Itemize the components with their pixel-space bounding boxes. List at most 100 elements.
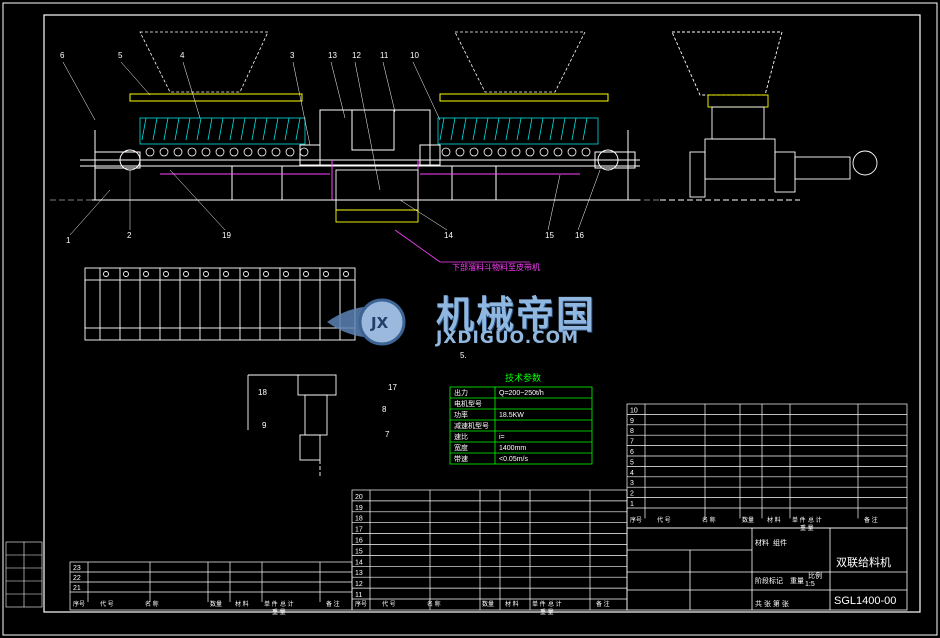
- bom-row-number: 14: [355, 559, 363, 566]
- apron-tooth: [549, 117, 555, 141]
- leader-line: [399, 199, 448, 231]
- leaders-bottom: [69, 169, 601, 236]
- roller: [201, 147, 211, 157]
- bom-header-label: 总 计: [808, 516, 822, 524]
- bom-header-label: 总 计: [548, 600, 562, 608]
- callout-6: 6: [60, 51, 65, 60]
- apron-tooth: [262, 117, 268, 141]
- apron-tooth: [516, 117, 522, 141]
- hopper-left: [139, 31, 269, 93]
- roller: [229, 147, 239, 157]
- apron-tooth: [538, 117, 544, 141]
- callout-2: 2: [127, 231, 132, 240]
- bom-header-label: 序号: [73, 600, 85, 608]
- roller: [525, 147, 535, 157]
- tech-param-value: 1400mm: [499, 445, 526, 452]
- roller-row: [145, 147, 591, 157]
- roller: [243, 147, 253, 157]
- roller: [539, 147, 549, 157]
- callout-10: 10: [410, 51, 419, 60]
- apron-tooth: [185, 117, 191, 141]
- binding-strip: [5, 541, 43, 608]
- svg-text:JX: JX: [370, 314, 389, 332]
- apron-tooth: [240, 117, 246, 141]
- bom-left: [69, 561, 353, 611]
- tech-param-label: 速比: [454, 432, 468, 441]
- leaders-top: [62, 61, 441, 191]
- bom-row-number: 13: [355, 570, 363, 577]
- apron-tooth: [163, 117, 169, 141]
- plan-roller: [243, 271, 249, 277]
- bom-header-label: 序号: [355, 600, 367, 608]
- callout-19: 19: [222, 231, 231, 240]
- bom-header-label: 数量: [742, 516, 754, 524]
- apron-tooth: [527, 117, 533, 141]
- plan-roller: [123, 271, 129, 277]
- roller: [441, 147, 451, 157]
- leader-line: [547, 174, 561, 231]
- hopper-bar-left: [129, 93, 303, 102]
- leader-line: [69, 189, 111, 236]
- title-block: [626, 527, 908, 611]
- roller: [497, 147, 507, 157]
- apron-tooth: [152, 117, 158, 141]
- bom-row-number: 4: [630, 470, 634, 477]
- bom-row-number: 11: [355, 592, 362, 599]
- bom-row-number: 7: [630, 439, 634, 446]
- roller: [553, 147, 563, 157]
- roller: [567, 147, 577, 157]
- bom-header-label: 备 注: [596, 600, 610, 608]
- bom-header-label: 名 称: [145, 600, 159, 608]
- callout-9: 9: [262, 421, 267, 430]
- bom-header-label: 材 料: [235, 600, 249, 608]
- callout-14: 14: [444, 231, 453, 240]
- bom-row-number: 5: [630, 459, 634, 466]
- apron-tooth: [295, 117, 301, 141]
- callout-8: 8: [382, 405, 387, 414]
- weight-label: 重量: [790, 577, 804, 585]
- note-number: 5.: [460, 351, 467, 360]
- bom-row-number: 18: [355, 516, 363, 523]
- callout-15: 15: [545, 231, 554, 240]
- plan-roller: [343, 271, 349, 277]
- apron-tooth: [472, 117, 478, 141]
- roller: [455, 147, 465, 157]
- sheet-label: 共 张 第 张: [755, 599, 789, 608]
- leader-line: [412, 61, 441, 121]
- apron-tooth: [450, 117, 456, 141]
- sheet-inner-border: [43, 14, 921, 613]
- bom-right: [626, 403, 908, 529]
- bom-row-number: 6: [630, 449, 634, 456]
- material-label: 材料: [755, 538, 769, 547]
- plan-roller: [283, 271, 289, 277]
- apron-tooth: [229, 117, 235, 141]
- discharge-chute: [335, 169, 419, 223]
- bom-row-number: 10: [630, 407, 638, 414]
- leader-line: [169, 169, 226, 231]
- tech-param-value: <0.05m/s: [499, 456, 528, 463]
- ratio-label: 比例: [808, 571, 822, 580]
- watermark-badge: JX: [327, 298, 406, 346]
- hopper-bar-right: [439, 93, 609, 102]
- plan-roller: [163, 271, 169, 277]
- apron-tooth: [196, 117, 202, 141]
- bom-row-number: 23: [73, 565, 81, 572]
- callout-16: 16: [575, 231, 584, 240]
- bom-header-label: 重 量: [272, 608, 286, 616]
- apron-tooth: [207, 117, 213, 141]
- bom-header-label: 序号: [630, 516, 642, 524]
- callout-7: 7: [385, 430, 390, 439]
- tech-param-label: 出力: [454, 388, 468, 397]
- bom-row-number: 2: [630, 491, 634, 498]
- apron-tooth: [273, 117, 279, 141]
- roller: [257, 147, 267, 157]
- apron-tooth: [582, 117, 588, 141]
- drum-right: [597, 149, 619, 171]
- bom-header-label: 重 量: [800, 524, 814, 532]
- roller: [271, 147, 281, 157]
- callout-4: 4: [180, 51, 185, 60]
- callout-12: 12: [352, 51, 361, 60]
- bom-header-label: 材 料: [767, 516, 781, 524]
- plan-view: [84, 267, 356, 478]
